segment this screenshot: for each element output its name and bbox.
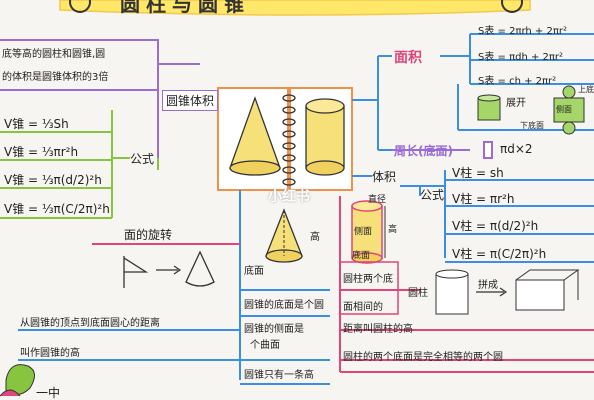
title-badge-left xyxy=(69,0,91,13)
cone-formula-2: V锥 = ⅓πr²h xyxy=(4,145,79,159)
cone-drawing xyxy=(229,96,281,176)
cylinder-volume-formula-1: V柱 = sh xyxy=(452,166,504,180)
cylinder-diameter-label: 直径 xyxy=(368,195,387,205)
cone-volume-label: 圆锥体积 xyxy=(162,90,219,111)
unfold-label: 展开 xyxy=(506,98,526,109)
cylinder-height-label: 高 xyxy=(388,225,398,235)
cylinder-volume-label: 体积 xyxy=(372,170,397,184)
cone-fact-3: 圆锥只有一条高 xyxy=(244,370,314,381)
cone-fact-1: 圆锥的底面是个圆 xyxy=(244,300,324,311)
cone-note-line2: 的体积是圆锥体积的3倍 xyxy=(2,72,109,83)
cylinder-name-label: 圆柱 xyxy=(408,288,428,299)
transform-drawing xyxy=(435,269,580,315)
cylinder-perimeter-label: 周长(底面) xyxy=(394,144,453,158)
cone-height-label: 高 xyxy=(310,232,320,243)
notebook-rings xyxy=(282,94,296,186)
cone-base-label: 底面 xyxy=(244,266,264,277)
poster-title: 圆柱与圆锥 xyxy=(120,0,250,16)
cone-fact-2: 圆锥的侧面是 xyxy=(244,324,304,335)
watermark: 小红书 xyxy=(268,189,310,205)
cylinder-fact-2: 面相间的 xyxy=(343,302,383,313)
cone-note-line1: 底等高的圆柱和圆锥,圆 xyxy=(2,49,106,60)
cylinder-fact-4: 圆柱的两个底面是完全相等的两个圆 xyxy=(343,352,503,363)
cone-height-definition-2: 叫作圆锥的高 xyxy=(20,348,80,359)
cylinder-side-label: 侧面 xyxy=(354,227,373,237)
cylinder-volume-formula-2: V柱 = πr²h xyxy=(452,192,515,206)
cone-volume-drawing xyxy=(265,208,303,263)
cylinder-volume-drawing xyxy=(351,200,386,264)
title-badge-right xyxy=(501,0,523,13)
corner-text: 一中 xyxy=(36,386,61,400)
cylinder-fact-3: 距离叫圆柱的高 xyxy=(343,324,413,335)
cone-formula-4: V锥 = ⅓π(C/2π)²h xyxy=(4,202,110,216)
cylinder-transform-label: 拼成 xyxy=(478,280,498,291)
cylinder-base-label: 底面 xyxy=(352,251,371,261)
cylinder-volume-formula-3: V柱 = π(d/2)²h xyxy=(452,219,539,233)
unfold-drawing xyxy=(477,85,585,135)
cylinder-area-formula-1: S表 = 2πrh + 2πr² xyxy=(478,26,567,37)
cylinder-area-formula-3: S表 = ch + 2πr² xyxy=(478,76,557,87)
unfold-top-label: 上底 xyxy=(578,85,594,94)
cylinder-area-formula-2: S表 = πdh + 2πr² xyxy=(478,52,564,63)
cylinder-volume-formula-4: V柱 = π(C/2π)²h xyxy=(452,247,547,261)
rotation-drawing xyxy=(123,250,215,288)
cylinder-formula-label: 公式 xyxy=(420,188,445,202)
cylinder-area-label: 面积 xyxy=(394,50,422,66)
cone-formula-1: V锥 = ⅓Sh xyxy=(4,117,69,131)
unfold-bottom-label: 下底面 xyxy=(520,121,544,130)
cone-fact-2b: 个曲面 xyxy=(250,340,280,351)
title-banner xyxy=(59,0,531,16)
cylinder-perimeter-formula: πd×2 xyxy=(500,142,533,156)
cone-height-definition-1: 从圆锥的顶点到底面圆心的距离 xyxy=(20,318,160,329)
cylinder-drawing xyxy=(305,98,345,176)
rotation-label: 面的旋转 xyxy=(124,228,173,242)
cone-formula-label: 公式 xyxy=(130,152,155,166)
unfold-side-label: 侧面 xyxy=(556,105,572,114)
cylinder-fact-1: 圆柱两个底 xyxy=(343,274,393,285)
cone-formula-3: V锥 = ⅓π(d/2)²h xyxy=(4,173,102,187)
